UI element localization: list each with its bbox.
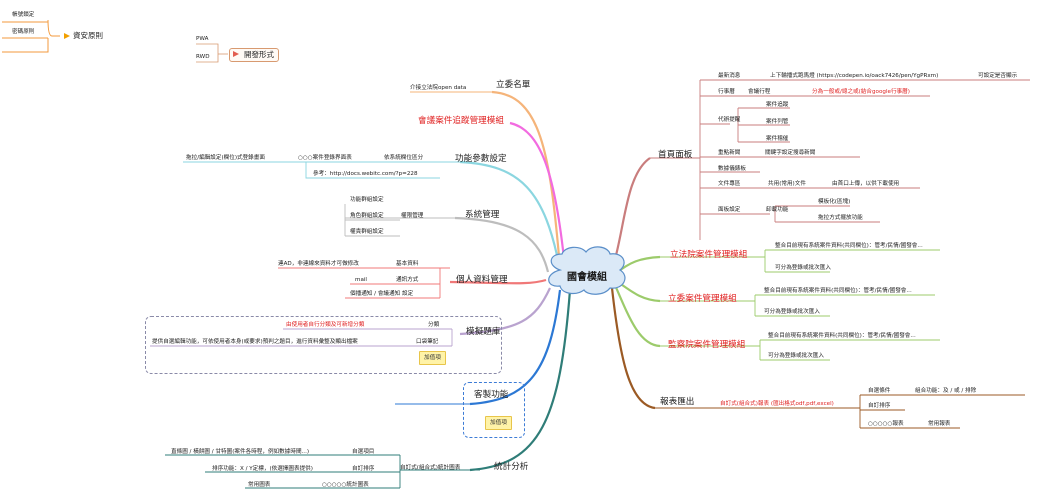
qbank-title[interactable]: 模擬題庫	[466, 327, 501, 337]
home-panel-item-2[interactable]: 拖拉方式擺放功能	[818, 215, 863, 221]
custom-title[interactable]: 客製功能	[474, 390, 509, 400]
home-files-label[interactable]: 文件專區	[718, 181, 741, 187]
report-main[interactable]: 自訂式(組合式)報表 (匯出格式odf,pdf,excel)	[720, 401, 834, 407]
control-title[interactable]: 監察院案件管理模組	[668, 340, 746, 350]
control-item-2[interactable]: 可分為登錄或批次匯入	[768, 353, 824, 359]
branch-meeting-line	[509, 121, 567, 269]
home-hotnews-detail[interactable]: 關鍵字設定搜尋新聞	[765, 150, 816, 156]
home-files-sub[interactable]: 共用(常用)文件	[768, 181, 806, 187]
stats-title[interactable]: 統計分析	[494, 462, 529, 472]
branch-func-line	[459, 160, 562, 271]
func-item-1[interactable]: 依系統欄位區分	[384, 155, 424, 161]
legislative-item-1[interactable]: 整合目前現有系統案件資料(共同欄位)：管考/民情/國發會...	[775, 243, 923, 249]
branch-qbank-line	[459, 287, 551, 336]
dev-title: 開發形式	[244, 50, 274, 59]
control-item-1[interactable]: 整合目前現有系統案件資料(共同欄位)：管考/民情/國發會...	[768, 333, 916, 339]
flag-icon	[233, 51, 239, 57]
stats-item-1-detail[interactable]: 直條圖 / 橫餅圖 / 甘特圖(案件各時程，例如數據時間...)	[171, 449, 310, 455]
home-schedule-sub[interactable]: 會議行程	[748, 89, 771, 95]
personal-title[interactable]: 個人資料管理	[456, 275, 508, 285]
center-cloud	[548, 246, 626, 295]
dev-item-pwa[interactable]: PWA	[196, 36, 209, 42]
legislator-title[interactable]: 立委案件管理模組	[668, 294, 737, 304]
qbank-frame	[145, 316, 502, 374]
custom-frame	[463, 382, 525, 438]
stats-item-3-label[interactable]: ○○○○○統計圖表	[322, 482, 369, 488]
home-panel-item-1[interactable]: 模板化(區塊)	[818, 199, 851, 205]
branch-personal-line	[449, 278, 547, 285]
home-title[interactable]: 首頁面板	[658, 150, 693, 160]
report-item-1-label[interactable]: 自選條件	[868, 388, 891, 394]
home-news-label[interactable]: 最新消息	[718, 73, 741, 79]
func-title[interactable]: 功能參數設定	[455, 154, 507, 164]
branch-dev-lines	[196, 43, 228, 63]
home-stats-label[interactable]: 數據儀錶板	[718, 166, 746, 172]
home-panel-sub[interactable]: 卸載功能	[766, 207, 789, 213]
flag-icon	[64, 33, 70, 39]
home-schedule-detail[interactable]: 分為一般或/總之或(結合google行事曆)	[812, 89, 910, 95]
security-item-password[interactable]: 密碼原則	[12, 29, 35, 35]
sys-item-1[interactable]: 功能群組設定	[350, 197, 384, 203]
stats-item-3-detail[interactable]: 常用圖表	[248, 482, 271, 488]
personal-item-1-label[interactable]: 基本資料	[396, 261, 419, 267]
func-item-2[interactable]: ○○○案件登錄界面表	[298, 155, 352, 161]
qbank-tool-detail[interactable]: 提供自選編輯功能，可依使用者本身(或要求)預判之題目，進行資料彙整及顯出檔案	[152, 339, 358, 345]
sys-item-3[interactable]: 權責群組設定	[350, 229, 384, 235]
branch-home-lines	[610, 157, 651, 271]
sys-sub[interactable]: 權限管理	[401, 213, 424, 219]
stats-item-2-detail[interactable]: 排序功能：X / Y定標，(依選擇圖表提供)	[212, 466, 313, 472]
stats-main[interactable]: 自訂式(組合式)統計圖表	[400, 465, 461, 471]
home-files-detail[interactable]: 由首口上傳，以供下載使用	[832, 181, 900, 187]
branch-report-lines	[610, 287, 656, 410]
security-title[interactable]: 資安原則	[73, 31, 103, 40]
home-hotnews-label[interactable]: 重點新聞	[718, 150, 741, 156]
sys-title[interactable]: 系統管理	[465, 210, 500, 220]
func-item-3[interactable]: 拖拉/編輯設定(欄位)式登錄畫面	[186, 155, 265, 161]
home-todo-item-3[interactable]: 案件稽催	[766, 136, 789, 142]
report-title[interactable]: 報表匯出	[660, 397, 695, 407]
branch-legislator-list-line	[491, 90, 562, 269]
legislator-list-title[interactable]: 立委名單	[496, 80, 531, 90]
home-todo-item-2[interactable]: 案件列管	[766, 119, 789, 125]
home-news-detail[interactable]: 上下輪播式跑馬燈 (https://codepen.io/oack7426/pe…	[770, 73, 939, 79]
sys-item-2[interactable]: 角色群組設定	[350, 213, 384, 219]
home-panel-label[interactable]: 面板設定	[718, 207, 741, 213]
personal-item-2-detail[interactable]: mail	[355, 277, 367, 283]
branch-security-lines	[2, 19, 60, 53]
legislator-item-2[interactable]: 可分為登錄或批次匯入	[764, 309, 820, 315]
qbank-cat-detail[interactable]: 由使用者自行分類及可新增分類	[286, 322, 365, 328]
report-item-2-label[interactable]: 自訂排序	[868, 403, 891, 409]
custom-tag: 加值項	[485, 416, 512, 430]
security-item-account-lock[interactable]: 帳號鎖定	[12, 12, 35, 18]
qbank-tag: 加值項	[419, 351, 446, 365]
func-item-4[interactable]: 參考：http://docs.webitc.com/?p=228	[313, 171, 418, 177]
branch-stats-line	[469, 289, 572, 472]
legislative-title[interactable]: 立法院案件管理模組	[670, 250, 748, 260]
branch-sys-line	[454, 216, 550, 273]
center-title[interactable]: 國會模組	[567, 272, 607, 283]
stats-item-2-label[interactable]: 自訂排序	[352, 466, 375, 472]
legislator-item-1[interactable]: 整合目前現有系統案件資料(共同欄位)：管考/民情/國發會...	[764, 288, 912, 294]
home-news-extra[interactable]: 可設定是否顯示	[978, 73, 1018, 79]
personal-item-1-detail[interactable]: 連AD，非連線來資料才可做修改	[278, 261, 359, 267]
legislative-item-2[interactable]: 可分為登錄或批次匯入	[775, 265, 831, 271]
dev-item-rwd[interactable]: RWD	[196, 54, 210, 60]
report-item-3-label[interactable]: ○○○○○報表	[868, 421, 904, 427]
personal-item-3-label[interactable]: 個播通知 / 會議通知 設定	[350, 291, 414, 297]
qbank-cat[interactable]: 分類	[428, 322, 440, 328]
legislator-list-item-1[interactable]: 介接立法院open data	[410, 85, 467, 91]
report-item-1-detail[interactable]: 組合功能：及 / 或 / 排除	[915, 388, 977, 394]
dev-title-pill[interactable]: 開發形式	[229, 48, 279, 62]
stats-item-1-label[interactable]: 自選項目	[352, 449, 375, 455]
personal-item-2-label[interactable]: 通訊方式	[396, 277, 419, 283]
meeting-title[interactable]: 會議案件追蹤管理模組	[418, 116, 504, 126]
qbank-tool[interactable]: 口袋筆記	[416, 339, 439, 345]
home-todo-label[interactable]: 代辦提醒	[718, 117, 741, 123]
report-item-3-detail[interactable]: 常用報表	[928, 421, 951, 427]
home-todo-item-1[interactable]: 案件追蹤	[766, 102, 789, 108]
branch-custom-line	[469, 289, 562, 406]
home-schedule-label[interactable]: 行事曆	[718, 89, 735, 95]
